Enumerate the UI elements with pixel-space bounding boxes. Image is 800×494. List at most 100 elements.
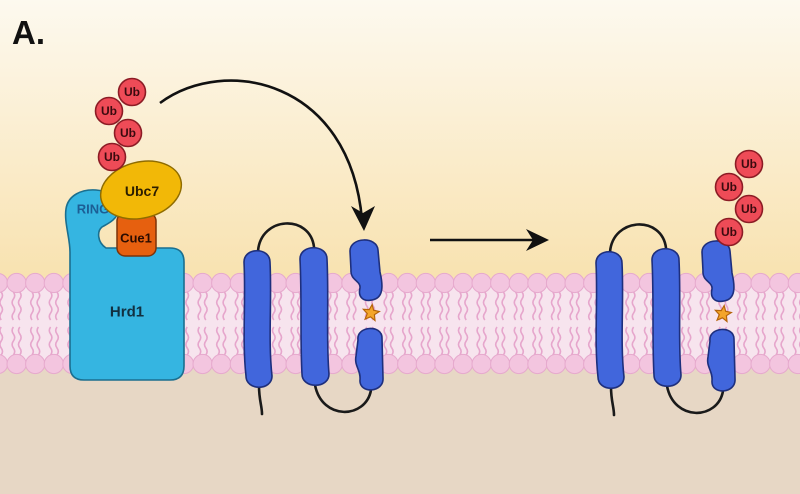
lipid-tail — [575, 291, 580, 321]
helix-2 — [299, 246, 330, 387]
ubc7-label: Ubc7 — [125, 183, 159, 199]
lipid-tail — [773, 291, 779, 321]
substrate-after — [595, 223, 736, 417]
ubiquitin-circle — [117, 77, 147, 107]
lipid-tail — [29, 291, 35, 321]
lipid-head — [750, 353, 771, 375]
lipid-tail — [54, 291, 60, 321]
lipid-tail — [17, 291, 22, 321]
background-lower — [0, 364, 800, 494]
ubiquitin-circle — [97, 142, 127, 172]
lipid-head — [490, 272, 511, 294]
lipid-head — [545, 272, 567, 294]
lipid-tail — [234, 291, 239, 321]
ubiquitin-circle — [714, 217, 744, 247]
lipid-tail — [501, 291, 506, 321]
lipid-tail — [346, 326, 351, 356]
lipid-tail — [687, 291, 692, 321]
lipid-tail — [792, 326, 797, 356]
process-arrowhead-icon — [526, 229, 549, 251]
lipid-tail — [352, 326, 357, 356]
hrd1-label: Hrd1 — [110, 304, 144, 321]
lipid-tail — [587, 291, 593, 321]
lipid-tail — [185, 326, 190, 356]
lipid-tail — [643, 326, 648, 356]
hrd1-protein — [64, 189, 185, 381]
lipid-head — [6, 353, 27, 375]
lipid-head — [564, 353, 585, 375]
ring-label: RING — [77, 202, 110, 217]
lipid-tail — [383, 291, 388, 321]
lipid-tail — [587, 326, 593, 356]
process-arrow — [430, 229, 549, 251]
lipid-tail — [278, 291, 283, 321]
lipid-head — [192, 353, 213, 375]
lipid-tail — [736, 326, 741, 356]
lipid-tail — [389, 326, 394, 356]
lipid-tail — [519, 291, 525, 321]
lipid-head — [43, 272, 64, 294]
hrd1-complex: RING Hrd1 Cue1 Ubc7 — [64, 160, 185, 381]
cue1-label: Cue1 — [120, 231, 152, 246]
lipid-tail — [705, 291, 711, 321]
lipid-head — [564, 272, 585, 294]
ubiquitin-label: Ub — [721, 225, 737, 239]
lipid-tail — [346, 291, 351, 321]
lipid-tail — [333, 291, 339, 321]
lipid-tail — [222, 291, 227, 321]
lipid-tail — [538, 291, 543, 321]
lipid-tail — [687, 326, 692, 356]
lipid-head — [452, 272, 474, 294]
lipid-tail — [420, 326, 425, 356]
lipid-tail — [557, 326, 562, 356]
lipid-tail — [271, 326, 276, 356]
lipid-head — [769, 272, 790, 294]
lipid-tail — [420, 291, 425, 321]
lipid-head — [731, 272, 753, 294]
lipid-tail — [401, 326, 407, 356]
lipid-tail — [532, 326, 537, 356]
lipid-tail — [457, 326, 462, 356]
lipid-tail — [445, 326, 450, 356]
lipid-head — [434, 272, 455, 294]
lipid-head — [397, 272, 418, 294]
ubiquitin-label: Ub — [120, 126, 136, 140]
ubc7-protein — [99, 160, 183, 220]
lipid-tail — [426, 326, 432, 356]
lipid-tail — [296, 326, 301, 356]
lipid-tail — [550, 291, 555, 321]
lipid-tail — [11, 326, 16, 356]
lipid-tail — [439, 326, 444, 356]
lipid-tail — [761, 291, 766, 321]
lipid-tail — [557, 291, 562, 321]
lipid-tail — [464, 326, 469, 356]
lipid-tail — [290, 326, 295, 356]
lipid-tail — [743, 326, 748, 356]
ubiquitin-label: Ub — [741, 202, 757, 216]
ubiquitin-label: Ub — [101, 104, 117, 118]
lipid-tail — [445, 291, 450, 321]
lipid-tail — [780, 326, 785, 356]
loop-helix1-helix2 — [608, 223, 668, 254]
lipid-head — [434, 353, 455, 375]
lipid-tail — [215, 326, 221, 356]
lipid-tail — [699, 291, 704, 321]
loop-helix1-helix2 — [256, 222, 316, 253]
lipid-tail — [383, 326, 388, 356]
lipid-head — [750, 272, 771, 294]
lipid-tail — [333, 326, 339, 356]
lipid-head — [787, 272, 800, 294]
lipid-tail — [408, 291, 413, 321]
lipid-tail — [36, 326, 41, 356]
loop-helix2-helix3 — [665, 384, 725, 415]
lipid-head — [25, 272, 46, 294]
lipid-head — [43, 353, 64, 375]
lipid-tail — [513, 291, 518, 321]
lipid-head — [508, 272, 529, 294]
helix-3-upper — [349, 239, 383, 302]
lipid-tail — [401, 291, 407, 321]
lipid-tail — [482, 291, 487, 321]
lipid-tail — [222, 326, 227, 356]
